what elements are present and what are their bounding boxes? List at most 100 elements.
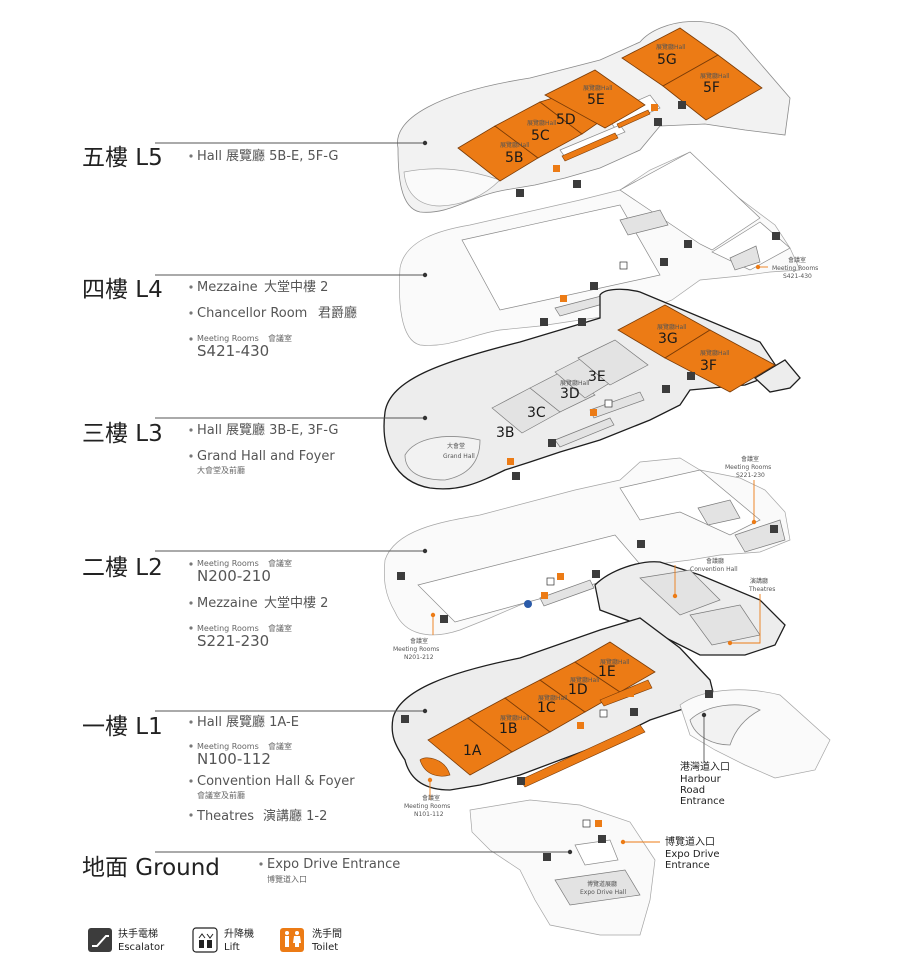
hall-label-3f: 3F — [700, 358, 717, 374]
callout-s421-en: Meeting Rooms — [772, 265, 818, 272]
hall-label-1a: 1A — [463, 743, 482, 759]
legend-en: Lift — [224, 942, 240, 953]
hall-caption: 展覽廳Hall — [560, 379, 590, 387]
level-1-halls: 1A 1B 1C 1D 1E 展覽廳Hall 展覽廳Hall 展覽廳Hall 展… — [419, 641, 656, 788]
callout-n201-en: Meeting Rooms — [393, 646, 439, 653]
level-item-zh: 會議室 — [268, 741, 292, 751]
level-l5: 五樓 L5 Hall 展覽廳 5B-E, 5F-G — [82, 145, 338, 171]
hall-5e — [544, 69, 646, 129]
level-item: Grand Hall and Foyer — [197, 449, 335, 464]
callout-harbour-zh: 港灣道入口 — [680, 760, 730, 773]
level-title-l2: 二樓 L2 — [82, 555, 163, 581]
grand-hall-zh: 大會堂 — [447, 442, 465, 450]
callout-harbour-en2: Road — [680, 785, 705, 796]
level-item-zh: 大堂中樓 2 — [264, 280, 328, 295]
callout-convention-zh: 會議廳 — [706, 557, 724, 565]
hall-3e — [577, 339, 649, 386]
info-icon — [524, 600, 532, 608]
level-title-l1: 一樓 L1 — [82, 714, 163, 740]
level-title-ground: 地面 Ground — [82, 855, 220, 881]
callout-s221-code: S221-230 — [736, 472, 765, 479]
level-item: Expo Drive Entrance — [267, 857, 400, 872]
hall-5f — [662, 54, 763, 121]
callout-n201-code: N201-212 — [404, 654, 434, 661]
legend-zh: 洗手間 — [312, 927, 342, 940]
hall-label-5d: 5D — [556, 112, 576, 128]
callout-theatres-zh: 演講廳 — [750, 577, 768, 585]
hall-label-5e: 5E — [587, 92, 605, 108]
escalator-icon — [512, 372, 695, 480]
callout-s421-code: S421-430 — [783, 273, 812, 280]
level-item: Convention Hall & Foyer — [197, 774, 355, 789]
level-item-big: N200-210 — [197, 567, 271, 585]
level-item-big: N100-112 — [197, 750, 271, 768]
hall-caption: 展覽廳Hall — [527, 119, 557, 127]
level-item: Hall — [197, 715, 222, 730]
callouts: 會議室 Meeting Rooms S421-430 會議室 Meeting R… — [393, 256, 818, 896]
level-title-l5: 五樓 L5 — [82, 145, 163, 171]
level-item-small: Meeting Rooms — [197, 742, 259, 751]
hall-caption: 展覽廳Hall — [700, 72, 730, 80]
level-item-zh: 演講廳 1-2 — [263, 808, 327, 824]
hall-1e — [574, 641, 656, 693]
callout-convention-en: Convention Hall — [690, 566, 738, 573]
callout-theatres-en: Theatres — [748, 586, 775, 593]
escalator-icon — [401, 690, 713, 861]
hall-caption: 展覽廳Hall — [570, 676, 600, 684]
hall-3c — [529, 369, 596, 413]
callout-s221-zh: 會議室 — [741, 455, 759, 463]
level-item-big: S221-230 — [197, 632, 269, 650]
legend-en: Toilet — [311, 942, 338, 953]
hall-caption: 展覽廳Hall — [700, 349, 730, 357]
hall-label-3g: 3G — [658, 331, 678, 347]
hall-caption: 展覽廳Hall — [600, 658, 630, 666]
level-l4: 四樓 L4 Mezzaine 大堂中樓 2 Chancellor Room 君爵… — [82, 277, 357, 360]
level-item-zh: 展覽廳 1A-E — [226, 714, 299, 730]
level-item-small: Meeting Rooms — [197, 624, 259, 633]
legend-toilet: 洗手間 Toilet — [280, 927, 342, 953]
level-5-halls: 5B 5C 5D 5E 5F 5G 展覽廳Hall 展覽廳Hall 展覽廳Hal… — [457, 27, 763, 182]
callout-n101-zh: 會議室 — [422, 794, 440, 802]
legend-lift: 升降機 Lift — [192, 927, 254, 953]
level-item: Theatres — [196, 809, 254, 824]
level-item-zh: 會議室 — [268, 333, 292, 343]
leader-lines — [155, 140, 768, 855]
callout-s221-en: Meeting Rooms — [725, 464, 771, 471]
hall-caption: 展覽廳Hall — [500, 141, 530, 149]
callout-expo-en1: Expo Drive — [665, 849, 720, 860]
callout-expo-hall-en: Expo Drive Hall — [580, 889, 626, 896]
escalator-icon — [397, 525, 778, 623]
toilet-icon — [507, 104, 667, 827]
escalator-icon — [88, 928, 112, 952]
hall-label-3b: 3B — [496, 425, 515, 441]
legend-zh: 升降機 — [224, 927, 254, 940]
hall-caption: 展覽廳Hall — [500, 714, 530, 722]
grand-hall-en: Grand Hall — [443, 453, 475, 460]
callout-harbour-en1: Harbour — [680, 774, 722, 785]
lift-icon — [546, 261, 628, 828]
hall-label-5c: 5C — [531, 128, 550, 144]
level-item-zh: 博覽道入口 — [267, 874, 307, 884]
level-item: Chancellor Room — [197, 306, 307, 321]
hall-caption: 展覽廳Hall — [657, 323, 687, 331]
level-item-small: Meeting Rooms — [197, 334, 259, 343]
hall-label-5b: 5B — [505, 150, 524, 166]
level-item: Mezzaine — [197, 280, 258, 295]
level-item-zh: 會議室及前廳 — [197, 790, 245, 800]
escalator-icon — [516, 101, 686, 197]
hall-label-1e: 1E — [598, 664, 616, 680]
level-item-zh: 展覽廳 3B-E, 3F-G — [226, 422, 338, 438]
legend: 扶手電梯 Escalator 升降機 Lift 洗手間 Toilet — [88, 927, 342, 953]
level-item-zh: 大會堂及前廳 — [197, 465, 245, 475]
level-item: Mezzaine — [197, 596, 258, 611]
hall-caption: 展覽廳Hall — [583, 84, 613, 92]
map-icons — [397, 101, 780, 861]
level-l2: 二樓 L2 Meeting Rooms 會議室 N200-210 Mezzain… — [82, 555, 328, 650]
hall-label-5g: 5G — [657, 52, 677, 68]
level-item-zh: 會議室 — [268, 558, 292, 568]
level-l1: 一樓 L1 Hall 展覽廳 1A-E Meeting Rooms 會議室 N1… — [82, 714, 355, 824]
hall-label-1c: 1C — [537, 700, 556, 716]
callout-harbour-en3: Entrance — [680, 796, 725, 807]
callout-expo-zh: 博覽道入口 — [665, 835, 715, 848]
